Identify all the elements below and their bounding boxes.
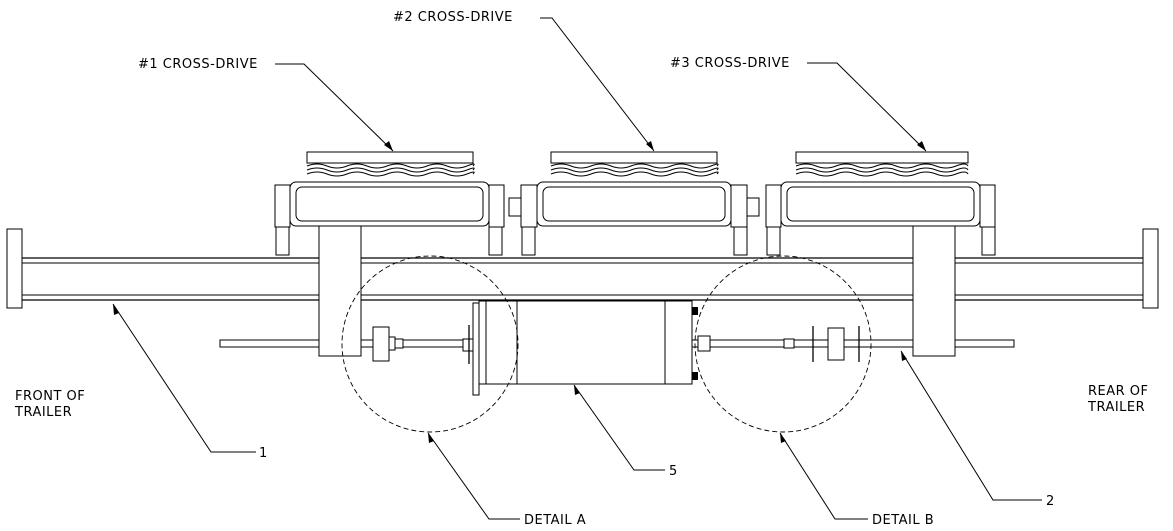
detail-a-circle: [341, 255, 519, 433]
label-detail-a: DETAIL A: [524, 513, 586, 528]
cross-drive-unit-2: [508, 151, 760, 256]
leader-callout-5: [573, 384, 665, 471]
callout-1: 1: [259, 446, 268, 461]
label-cross-drive-3: #3 CROSS-DRIVE: [670, 56, 790, 71]
label-cross-drive-2: #2 CROSS-DRIVE: [393, 10, 513, 25]
leader-cross-drive-1: [275, 63, 394, 152]
front-mount-post: [318, 223, 362, 357]
label-cross-drive-1: #1 CROSS-DRIVE: [138, 57, 258, 72]
label-detail-b: DETAIL B: [872, 513, 934, 528]
callout-2: 2: [1046, 494, 1055, 509]
cross-drive-unit-3: [765, 151, 996, 256]
label-front-line2: TRAILER: [14, 405, 72, 420]
leader-callout-2: [900, 350, 1042, 501]
shaft-hardware-right: [697, 326, 860, 362]
leader-callout-1: [112, 303, 256, 453]
callout-5: 5: [669, 464, 678, 479]
label-rear-line2: TRAILER: [1087, 400, 1145, 415]
leader-cross-drive-2: [540, 17, 655, 152]
label-front-line1: FRONT OF: [15, 389, 85, 404]
cross-drive-unit-1: [274, 151, 505, 256]
hidden-beam-section: [362, 262, 913, 296]
label-rear-line1: REAR OF: [1088, 384, 1149, 399]
leader-detail-a: [427, 432, 520, 520]
leader-detail-b: [779, 432, 868, 520]
rear-mount-post: [912, 223, 956, 357]
front-end-plate: [6, 228, 23, 309]
detail-b-circle: [694, 255, 872, 433]
shaft-hardware-left: [372, 325, 474, 364]
rear-end-plate: [1142, 228, 1159, 309]
leader-cross-drive-3: [807, 62, 927, 152]
gearbox-housing: [472, 300, 698, 396]
